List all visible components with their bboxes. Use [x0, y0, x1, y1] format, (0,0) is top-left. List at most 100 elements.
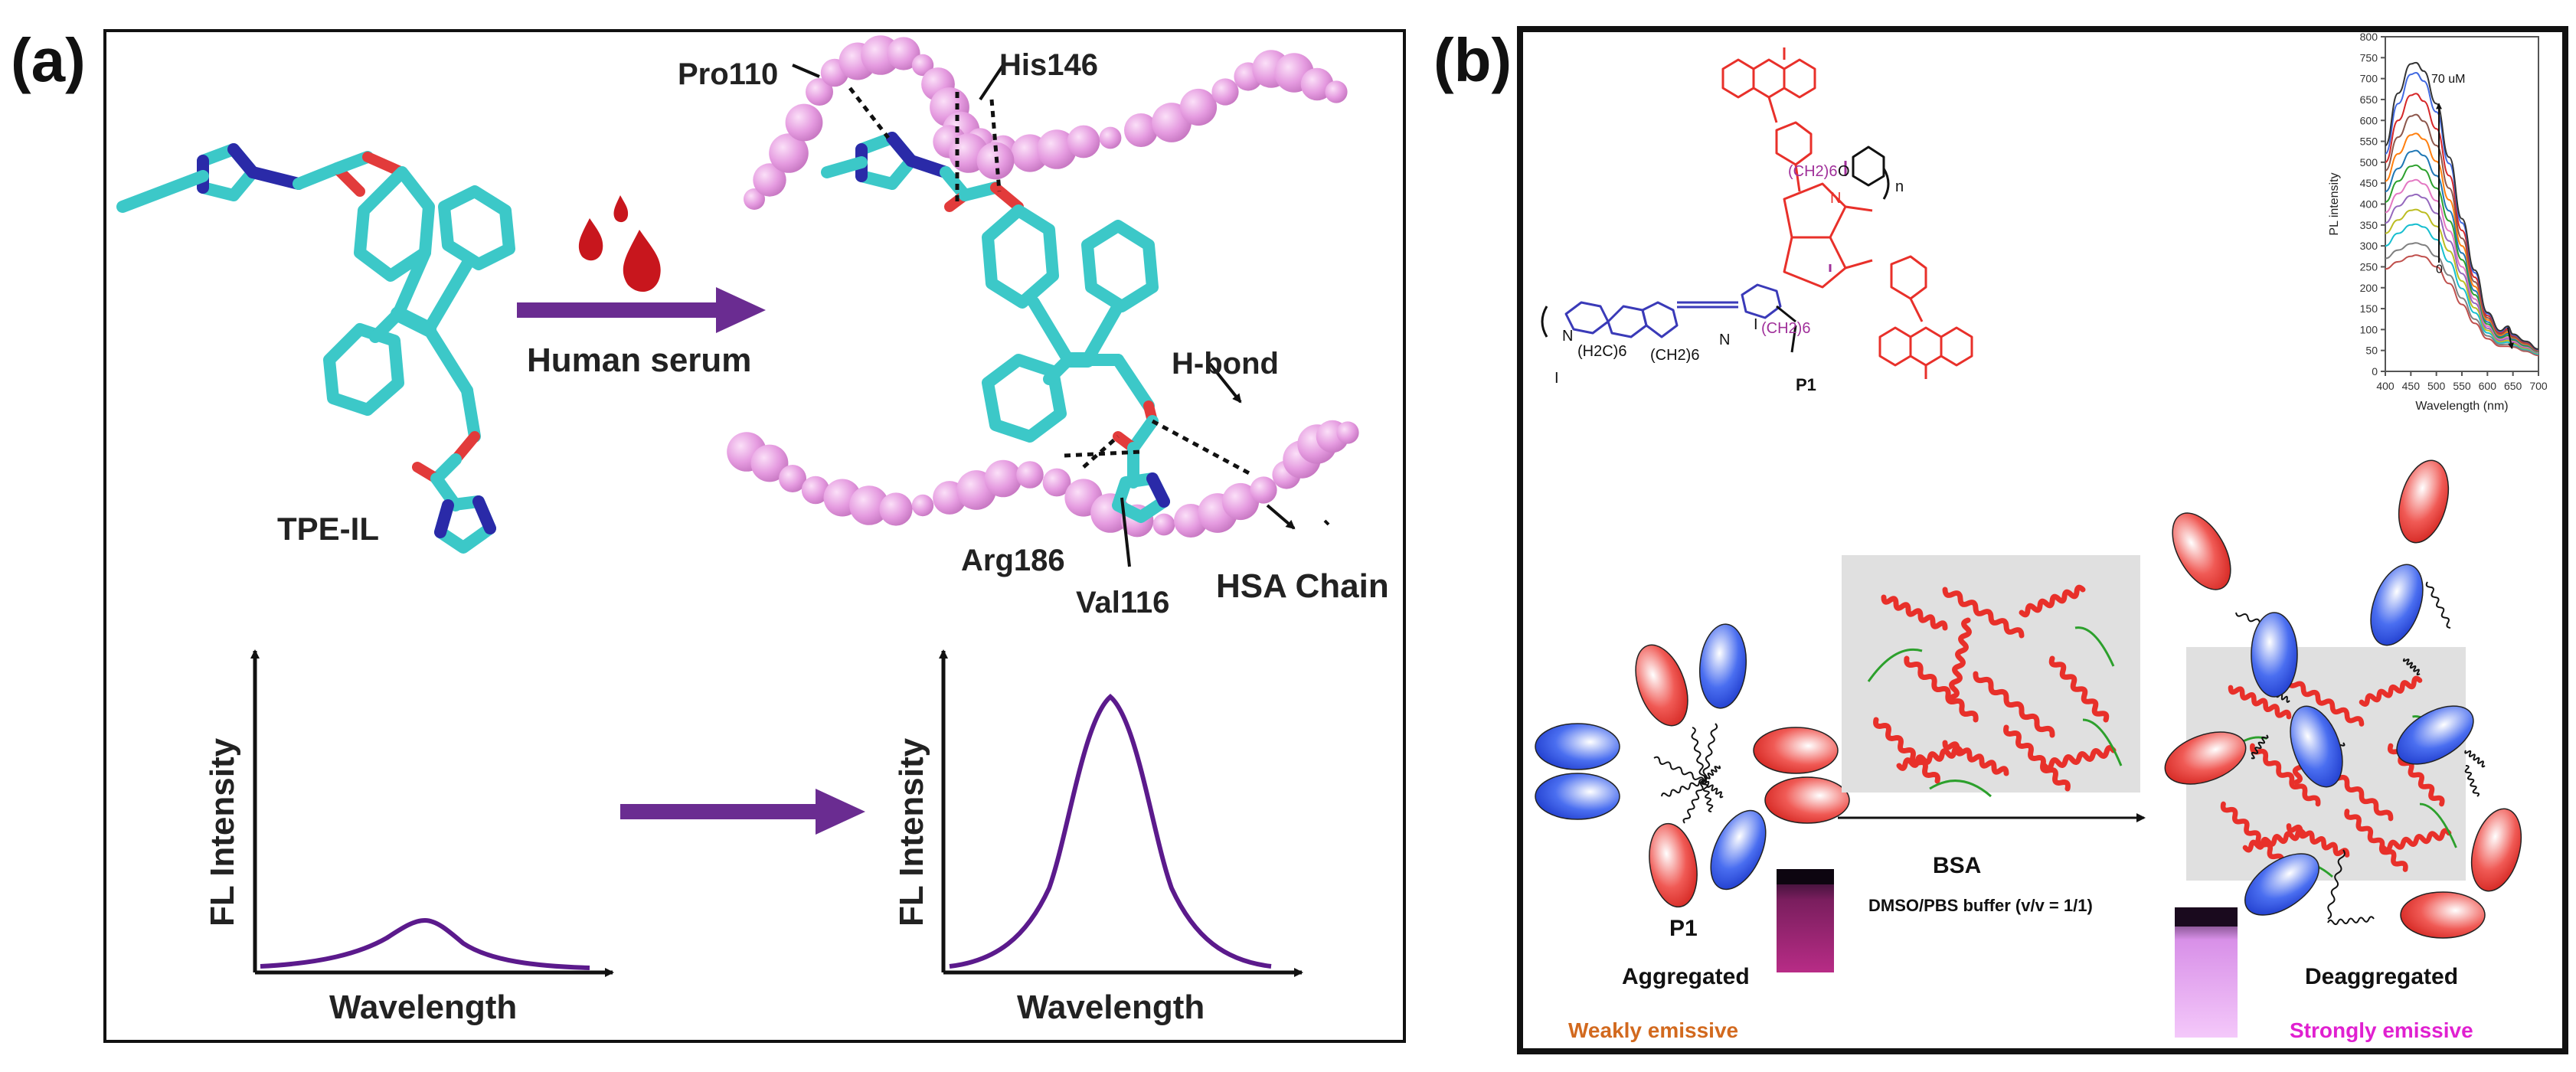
y-tick-label: 350 — [2360, 219, 2378, 231]
hsa-bead — [984, 459, 1022, 498]
blue-unit — [1710, 809, 1767, 891]
residue-arg186: Arg186 — [961, 544, 1065, 577]
annotation-0: 0 — [2436, 263, 2443, 276]
red-unit — [1753, 727, 1839, 774]
panel-a-label: (a) — [11, 26, 86, 94]
y-tick-label: 0 — [2372, 365, 2378, 377]
fl-curve-strong — [949, 694, 1272, 969]
tpe-il-molecule — [116, 143, 515, 554]
hsa-bead — [744, 188, 765, 210]
spectrum-series-line — [2385, 178, 2539, 353]
residue-val116: Val116 — [1076, 586, 1169, 619]
hsa-bead — [849, 485, 889, 525]
y-tick-label: 100 — [2360, 323, 2378, 335]
hsa-bead — [1099, 126, 1122, 149]
hsa-bead — [887, 37, 920, 70]
serum-arrow — [517, 287, 766, 333]
y-tick-label: 500 — [2360, 156, 2378, 168]
dispersed-units — [2164, 459, 2522, 939]
alpha-helix — [2359, 675, 2423, 707]
spectrum-series-line — [2385, 149, 2539, 352]
panel-a-frame — [103, 29, 1406, 1043]
blue-unit — [2244, 853, 2319, 916]
fl-plot-right: FL Intensity Wavelength — [893, 649, 1303, 1026]
alpha-helix — [2250, 743, 2321, 807]
fl-left-xlabel: Wavelength — [329, 989, 517, 1026]
y-tick-label: 200 — [2360, 282, 2378, 294]
linker-chain — [1661, 779, 1705, 797]
blue-unit — [1535, 773, 1620, 820]
red-unit — [2172, 512, 2231, 590]
interaction-lines — [848, 87, 1254, 477]
scheme-p1-label: P1 — [1669, 916, 1698, 941]
weakly-emissive-label: Weakly emissive — [1568, 1018, 1738, 1042]
hsa-bead — [1016, 461, 1044, 489]
hsa-bead — [911, 494, 934, 517]
hsa-bead — [879, 492, 913, 526]
linker-chain — [1682, 780, 1705, 824]
residue-pro110: Pro110 — [678, 57, 778, 91]
hsa-bead — [801, 476, 830, 505]
red-unit — [2164, 731, 2247, 785]
linker-chain — [2464, 750, 2486, 768]
blue-unit — [1535, 723, 1620, 770]
linker-chain — [1653, 756, 1705, 782]
x-tick-label: 400 — [2376, 380, 2395, 392]
alpha-helix — [2003, 724, 2071, 792]
alpha-helix — [2242, 828, 2306, 853]
deaggregated-label: Deaggregated — [2305, 964, 2458, 989]
y-tick-label: 450 — [2360, 177, 2378, 189]
deaggregated-scheme — [2164, 459, 2522, 939]
hsa-bead — [1336, 421, 1359, 444]
hsa-bead — [1037, 129, 1077, 169]
linker-chain — [1702, 780, 1724, 799]
y-tick-label: 600 — [2360, 114, 2378, 126]
hsa-bead — [1042, 468, 1071, 497]
chem-nplus-left: N — [1562, 328, 1573, 345]
panel-a: (a) — [11, 26, 1406, 1043]
hsa-bead — [769, 133, 809, 173]
p1-aggregated-scheme — [1535, 623, 1850, 908]
x-tick-label: 600 — [2479, 380, 2497, 392]
hsa-bead — [1067, 125, 1100, 159]
y-tick-label: 250 — [2360, 260, 2378, 273]
chem-ch2-top: (CH2)6 — [1788, 163, 1837, 180]
linker-chain — [2251, 734, 2269, 760]
y-tick-label: 300 — [2360, 240, 2378, 252]
p1-structure-labels: (CH2)6 O N n (CH2)6 (H2C)6 (CH2)6 N N I … — [1554, 163, 1904, 394]
chem-o-top: O — [1838, 163, 1850, 180]
isosbestic-arrow — [2507, 327, 2514, 349]
fl-left-ylabel: FL Intensity — [204, 737, 241, 927]
hsa-bead — [1211, 78, 1239, 106]
p1-structure — [1541, 47, 1973, 379]
chart-xlabel: Wavelength (nm) — [2415, 400, 2508, 413]
protein-loop — [2082, 718, 2123, 766]
fl-right-ylabel: FL Intensity — [893, 737, 930, 927]
y-tick-label: 550 — [2360, 136, 2378, 148]
chem-iodide-right: I — [1754, 316, 1758, 333]
alpha-helix — [2344, 809, 2408, 872]
bsa-protein — [1842, 555, 2140, 798]
fl-arrow — [620, 789, 865, 835]
alpha-helix — [1973, 671, 2055, 738]
alpha-helix — [2220, 801, 2285, 865]
annotation-70uM: 70 uM — [2431, 73, 2465, 86]
alpha-helix — [1873, 717, 1940, 784]
x-tick-label: 550 — [2453, 380, 2471, 392]
bsa-label: BSA — [1933, 853, 1981, 878]
protein-loop — [1867, 648, 1923, 682]
chem-n-sub: n — [1895, 178, 1904, 195]
alpha-helix — [1949, 617, 1972, 700]
fl-plot-left: FL Intensity Wavelength — [204, 649, 614, 1026]
hsa-bead-chains — [727, 35, 1359, 538]
hsa-bead — [779, 465, 806, 492]
hsa-bead — [1250, 476, 1277, 504]
hsa-bead — [785, 103, 823, 142]
linker-chain — [2327, 849, 2346, 920]
x-tick-label: 500 — [2427, 380, 2446, 392]
alpha-helix — [2286, 678, 2365, 727]
blue-unit — [2370, 564, 2424, 646]
red-unit — [2400, 891, 2486, 939]
